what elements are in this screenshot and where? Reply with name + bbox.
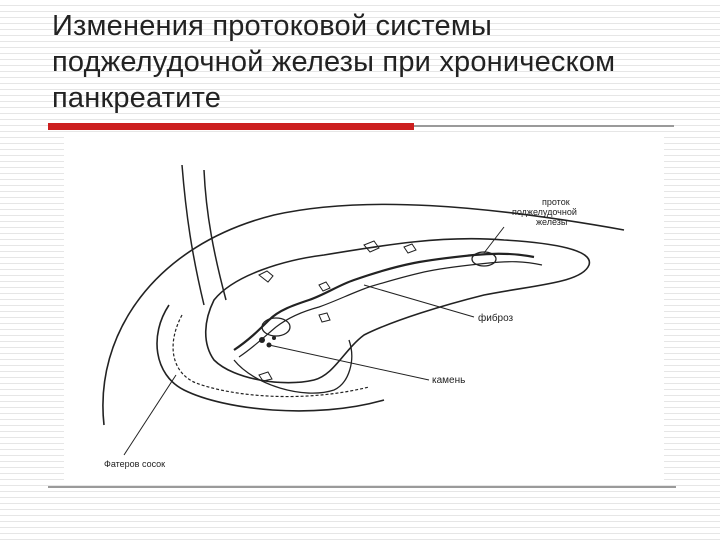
pancreas-lower-lobe — [233, 339, 353, 394]
main-duct-wall — [238, 261, 543, 358]
title-divider-accent — [48, 123, 414, 130]
title-line-1: Изменения протоковой системы — [52, 10, 493, 42]
title-line-3: панкреатите — [52, 82, 222, 114]
bile-duct — [181, 164, 205, 306]
pancreas-illustration: проток поджелудочной железы фиброз камен… — [102, 164, 625, 469]
title-divider-rule — [414, 125, 674, 127]
pancreas-diagram: проток поджелудочной железы фиброз камен… — [64, 135, 664, 480]
label-duct-1: проток — [542, 197, 570, 207]
duodenum-loop — [156, 304, 385, 412]
stone-mark — [259, 337, 265, 343]
bile-duct-inner — [203, 169, 227, 301]
label-stone: камень — [432, 375, 465, 386]
bottom-rule — [48, 486, 676, 488]
title-line-2: поджелудочной железы при хроническом — [52, 46, 616, 78]
papilla-leader — [123, 374, 177, 456]
duct-leader — [483, 226, 505, 254]
label-papilla: Фатеров сосок — [104, 459, 165, 469]
lobule — [258, 270, 274, 283]
duodenum-inner — [172, 314, 370, 398]
duct-dilation — [261, 317, 291, 337]
outer-curve — [102, 203, 625, 426]
duct-dilation-2 — [471, 251, 497, 267]
slide-title: Изменения протоковой системы поджелудочн… — [52, 8, 692, 116]
label-duct-2: поджелудочной — [512, 207, 577, 217]
pancreas-outline — [204, 237, 591, 384]
stone-leader — [268, 344, 430, 381]
fibrosis-leader — [363, 284, 475, 318]
label-duct-3: железы — [536, 217, 567, 227]
label-fibrosis: фиброз — [478, 312, 514, 324]
